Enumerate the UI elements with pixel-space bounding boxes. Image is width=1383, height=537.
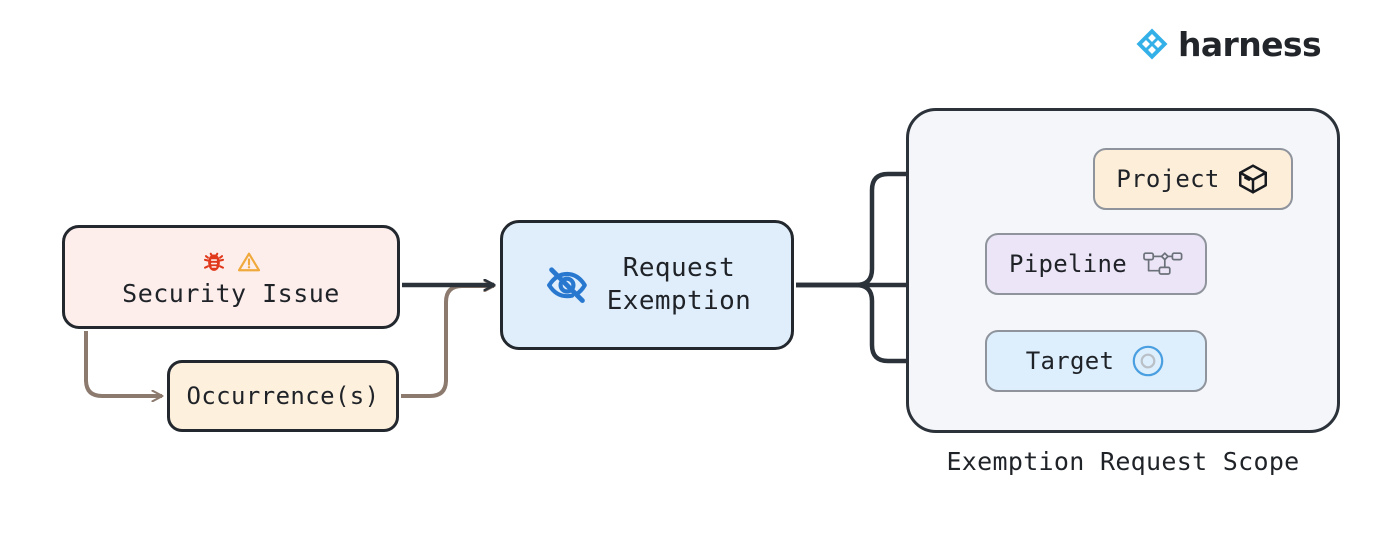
- target-label: Target: [1025, 347, 1115, 375]
- edge-occurrence-to-request: [401, 286, 494, 398]
- harness-diamond-logo-icon: [1136, 28, 1168, 60]
- harness-wordmark: harness: [1178, 24, 1322, 64]
- node-occurrences[interactable]: Occurrence(s): [167, 360, 399, 432]
- node-project[interactable]: Project: [1093, 148, 1293, 210]
- security-issue-label: Security Issue: [122, 278, 340, 308]
- project-label: Project: [1116, 165, 1220, 193]
- security-issue-icon-row: [201, 247, 262, 277]
- eye-off-icon: [546, 267, 587, 303]
- cube-icon: [1238, 164, 1267, 194]
- warning-triangle-icon: [237, 252, 260, 271]
- exemption-request-scope-caption: Exemption Request Scope: [946, 447, 1300, 476]
- harness-brand: harness: [1135, 24, 1322, 64]
- node-target[interactable]: Target: [985, 330, 1207, 392]
- pipeline-label: Pipeline: [1009, 250, 1127, 278]
- target-circle-icon: [1132, 345, 1164, 377]
- node-security-issue[interactable]: Security Issue: [62, 225, 400, 329]
- occurrences-label: Occurrence(s): [186, 382, 380, 410]
- request-exemption-label-line1: Request: [622, 252, 736, 283]
- request-exemption-label-line2: Exemption: [606, 286, 752, 316]
- node-pipeline[interactable]: Pipeline: [985, 233, 1207, 295]
- pipeline-nodes-icon: [1143, 252, 1183, 275]
- bug-icon: [203, 252, 224, 271]
- edge-security-to-occurrence: [84, 331, 162, 396]
